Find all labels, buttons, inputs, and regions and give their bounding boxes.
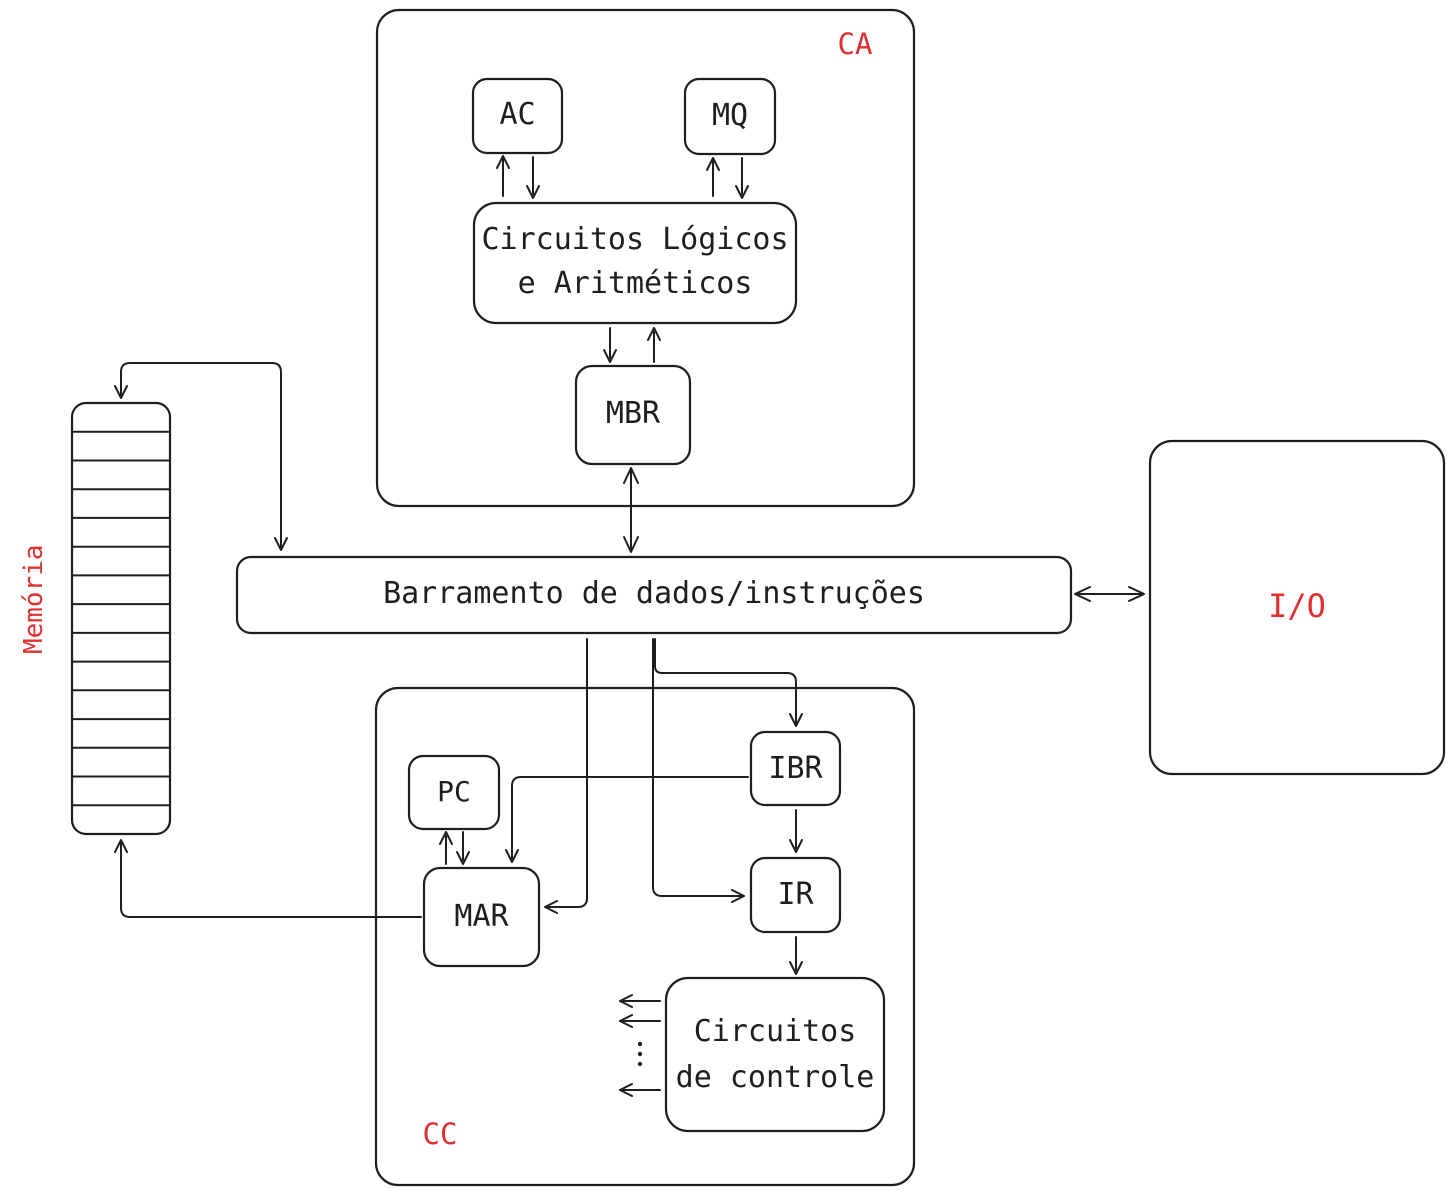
arrow-bus-to-mar [544,638,588,914]
arrow-pc-to-mar [456,831,470,865]
mar-register-box [422,866,541,968]
arrow-mbr-bus-bidirectional [623,467,639,553]
alu-box [472,201,798,325]
arrow-bus-io-bidirectional [1074,586,1145,602]
arrow-alu-to-ac [496,155,510,197]
data-bus-box [235,555,1073,635]
control-circuits-box [664,976,886,1133]
pc-register-box [407,754,501,831]
arrow-control-output-1 [619,994,661,1008]
ca-unit-label: CA [837,27,873,61]
arrow-memory-bus-bidirectional [114,362,288,551]
memory-label: Memória [18,544,49,655]
mq-register-label: MQ [711,98,749,133]
memory-cell-lines [72,430,170,807]
arrow-mbr-to-alu [647,327,661,363]
arrow-bus-to-ir [652,638,745,903]
io-unit-box [1148,439,1446,776]
data-bus-label: Barramento de dados/instruções [383,576,925,611]
ir-register-box [749,856,842,934]
ir-register-label: IR [777,877,814,912]
arrow-alu-to-mq [706,157,720,197]
alu-label-line-2: e Aritméticos [517,266,753,301]
control-label-line-2: de controle [675,1060,875,1095]
arrow-ir-to-control [789,936,803,975]
cc-unit-label: CC [422,1117,458,1151]
memory-array [70,401,172,836]
mq-register-box [683,77,777,156]
mar-register-label: MAR [454,899,509,934]
io-unit-label: I/O [1268,587,1326,625]
ibr-register-label: IBR [768,751,823,786]
pc-register-label: PC [437,775,471,808]
ellipsis-dots [637,1041,643,1067]
mbr-register-label: MBR [605,396,661,431]
control-label-line-1: Circuitos [693,1014,857,1049]
memory-outline [70,401,172,836]
ac-register-label: AC [499,97,536,132]
arrow-ac-to-alu [526,156,540,199]
arrow-control-output-2 [619,1014,661,1028]
arrow-mar-to-memory [114,839,422,918]
arrow-mar-to-pc [439,831,453,865]
ac-register-box [471,77,564,155]
mbr-register-box [574,364,692,466]
alu-label-line-1: Circuitos Lógicos [481,222,789,257]
arrow-bus-to-ibr [654,638,803,727]
arrow-mq-to-alu [735,157,749,199]
ibr-register-box [749,730,842,807]
arrow-alu-to-mbr [603,327,617,363]
arrow-control-output-3 [619,1083,661,1097]
arrow-ibr-to-mar [505,776,749,863]
arrow-ibr-to-ir [789,809,803,853]
